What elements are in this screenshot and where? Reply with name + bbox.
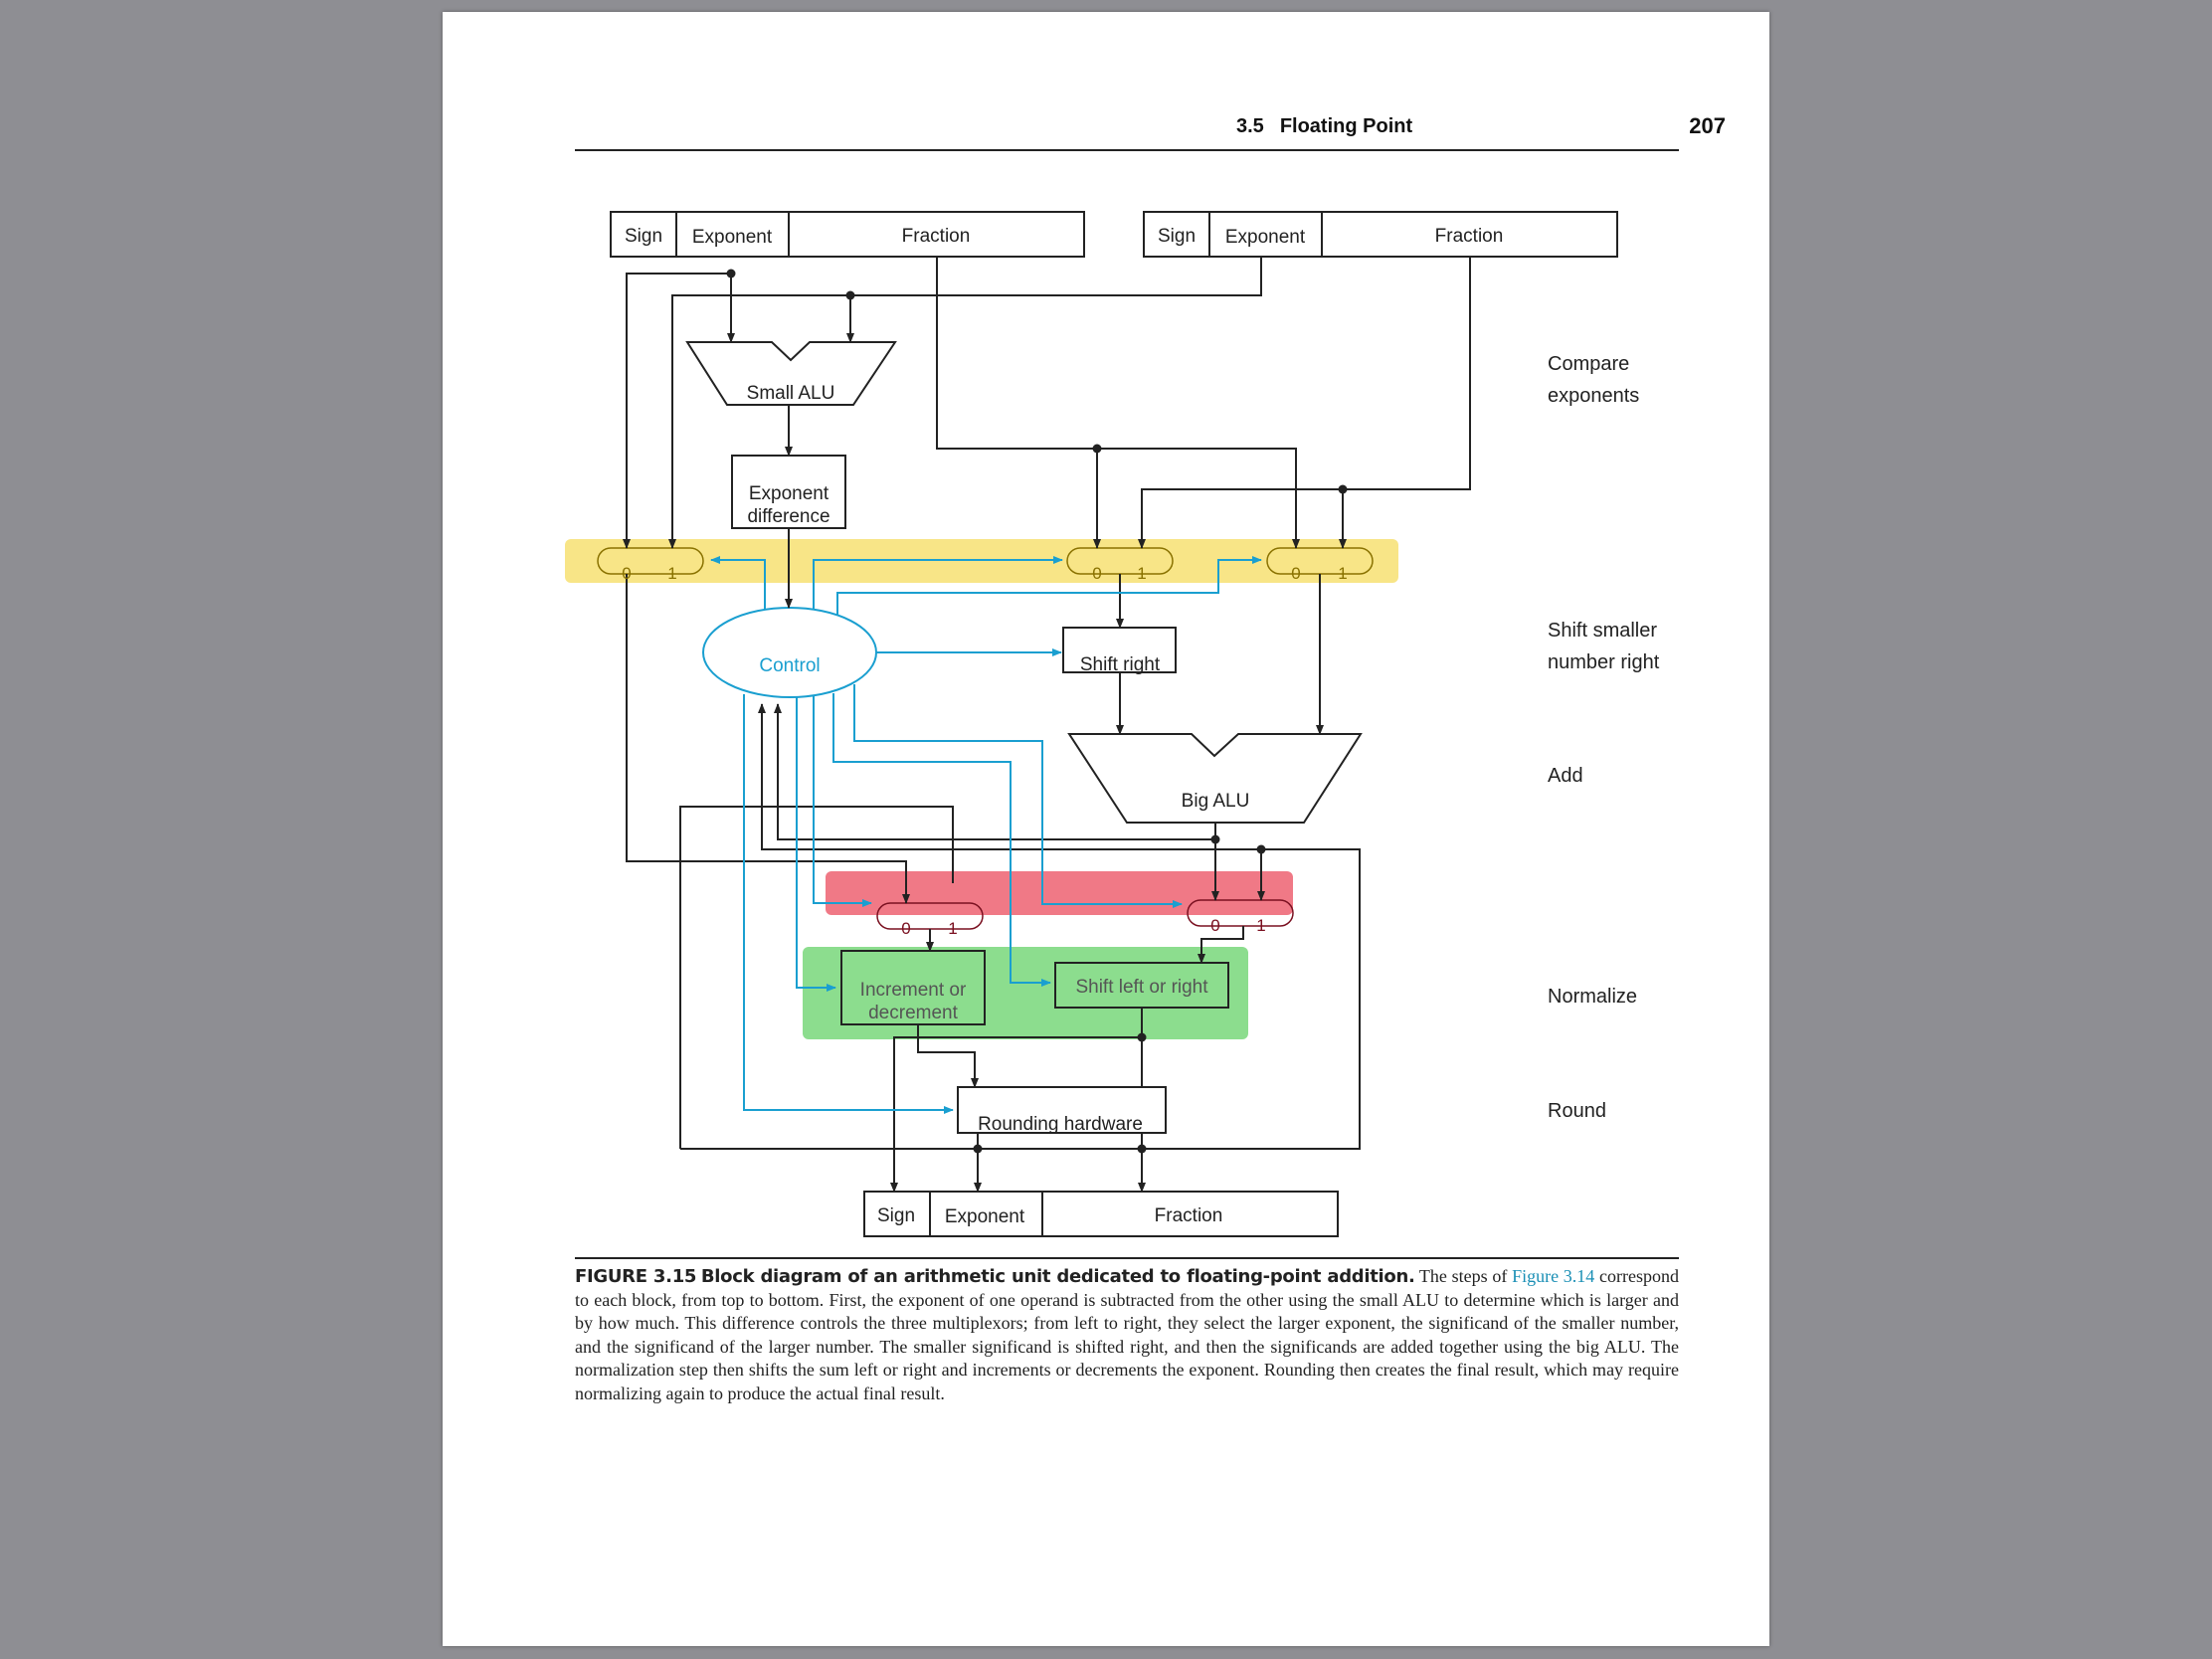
book-page: 3.5 Floating Point 207: [443, 12, 1769, 1646]
increment-label-1: Increment or: [860, 980, 967, 1001]
mux4-input-1: 1: [948, 919, 957, 938]
caption-rule: [575, 1257, 1679, 1259]
output-exponent: Exponent: [945, 1206, 1025, 1227]
input-a-fraction: Fraction: [902, 226, 971, 247]
section-title: Floating Point: [1279, 115, 1413, 137]
step-round: Round: [1548, 1100, 1606, 1122]
big-alu-shape: [1067, 733, 1363, 824]
mux5-input-1: 1: [1256, 916, 1265, 935]
control-label: Control: [759, 655, 820, 676]
output-fraction: Fraction: [1155, 1205, 1223, 1226]
header-rule: [575, 149, 1679, 151]
mux1-input-0: 0: [622, 564, 631, 583]
figure-label: FIGURE 3.15: [575, 1266, 697, 1287]
small-alu-label: Small ALU: [747, 383, 835, 404]
step-compare-2: exponents: [1548, 385, 1639, 407]
increment-label-2: decrement: [868, 1003, 958, 1023]
input-b-fraction: Fraction: [1435, 226, 1504, 247]
page-number: 207: [1689, 113, 1726, 138]
step-compare-1: Compare: [1548, 353, 1629, 375]
rounding-hardware-label: Rounding hardware: [978, 1114, 1143, 1135]
step-shift-1: Shift smaller: [1548, 620, 1657, 642]
exponent-difference-label-2: difference: [747, 506, 830, 527]
input-a-sign: Sign: [625, 226, 662, 247]
mux3-input-0: 0: [1291, 564, 1300, 583]
mux2-input-0: 0: [1092, 564, 1101, 583]
shift-left-right-label: Shift left or right: [1075, 977, 1208, 998]
big-alu-label: Big ALU: [1182, 791, 1250, 812]
exponent-difference-label-1: Exponent: [749, 483, 830, 504]
normalize-mux-highlight: [826, 871, 1293, 915]
mux4-input-0: 0: [901, 919, 910, 938]
output-sign: Sign: [877, 1205, 915, 1226]
mux5-input-0: 0: [1210, 916, 1219, 935]
figure-title: Block diagram of an arithmetic unit dedi…: [700, 1266, 1415, 1287]
running-header: 3.5 Floating Point: [1236, 115, 1734, 138]
fp-adder-block-diagram: Sign Exponent Fraction Sign Exponent Fra…: [565, 211, 1660, 1237]
mux3-input-1: 1: [1338, 564, 1347, 583]
step-normalize: Normalize: [1548, 986, 1637, 1008]
caption-text-2: correspond to each block, from top to bo…: [575, 1266, 1679, 1403]
normalize-highlight: [803, 947, 1248, 1039]
input-b-sign: Sign: [1158, 226, 1196, 247]
control-shape: [702, 607, 877, 698]
mux2-input-1: 1: [1137, 564, 1146, 583]
input-a-exponent: Exponent: [692, 227, 773, 248]
section-number: 3.5: [1236, 115, 1264, 137]
step-shift-2: number right: [1548, 651, 1660, 673]
input-b-exponent: Exponent: [1225, 227, 1306, 248]
figure-caption: FIGURE 3.15 Block diagram of an arithmet…: [575, 1265, 1679, 1405]
mux1-input-1: 1: [667, 564, 676, 583]
shift-right-label: Shift right: [1080, 654, 1161, 675]
step-add: Add: [1548, 765, 1583, 787]
caption-text-1: The steps of: [1414, 1266, 1513, 1286]
figure-3-14-link[interactable]: Figure 3.14: [1512, 1266, 1595, 1286]
